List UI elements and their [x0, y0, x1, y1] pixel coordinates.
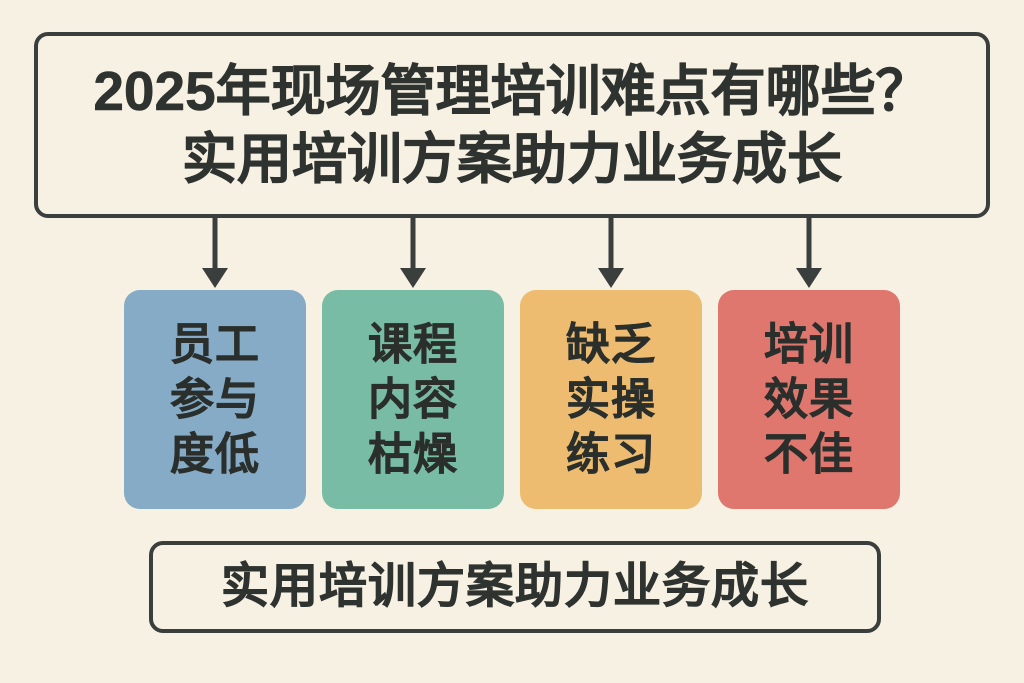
- conclusion-text: 实用培训方案助力业务成长: [220, 560, 809, 614]
- problem-box-line: 实操: [566, 375, 656, 425]
- problem-box-employee-engagement[interactable]: 员工 参与 度低: [124, 290, 306, 509]
- title-line-2: 实用培训方案助力业务成长: [181, 128, 843, 191]
- arrow-to-poor-results-head: [796, 268, 822, 288]
- problem-box-row: 员工 参与 度低 课程 内容 枯燥 缺乏 实操 练习 培训 效果 不佳: [0, 290, 1024, 510]
- problem-box-line: 课程: [368, 320, 458, 370]
- arrow-to-employee-engagement-head: [202, 268, 228, 288]
- problem-box-poor-results[interactable]: 培训 效果 不佳: [718, 290, 900, 509]
- arrow-to-boring-content-head: [400, 268, 426, 288]
- arrow-to-lack-of-practice-head: [598, 268, 624, 288]
- title-line-1: 2025年现场管理培训难点有哪些？: [93, 60, 931, 123]
- conclusion-card: 实用培训方案助力业务成长: [149, 541, 881, 633]
- problem-box-line: 效果: [764, 375, 854, 425]
- problem-box-boring-content[interactable]: 课程 内容 枯燥: [322, 290, 504, 509]
- title-card: 2025年现场管理培训难点有哪些？ 实用培训方案助力业务成长: [34, 32, 990, 218]
- problem-box-line: 内容: [368, 375, 458, 425]
- problem-box-line: 培训: [764, 320, 854, 370]
- problem-box-line: 度低: [170, 430, 260, 480]
- problem-box-line: 员工: [170, 320, 260, 370]
- problem-box-line: 缺乏: [566, 320, 656, 370]
- problem-box-line: 枯燥: [368, 430, 458, 480]
- problem-box-line: 练习: [566, 430, 656, 480]
- problem-box-line: 参与: [170, 375, 260, 425]
- problem-box-line: 不佳: [764, 430, 854, 480]
- problem-box-lack-of-practice[interactable]: 缺乏 实操 练习: [520, 290, 702, 509]
